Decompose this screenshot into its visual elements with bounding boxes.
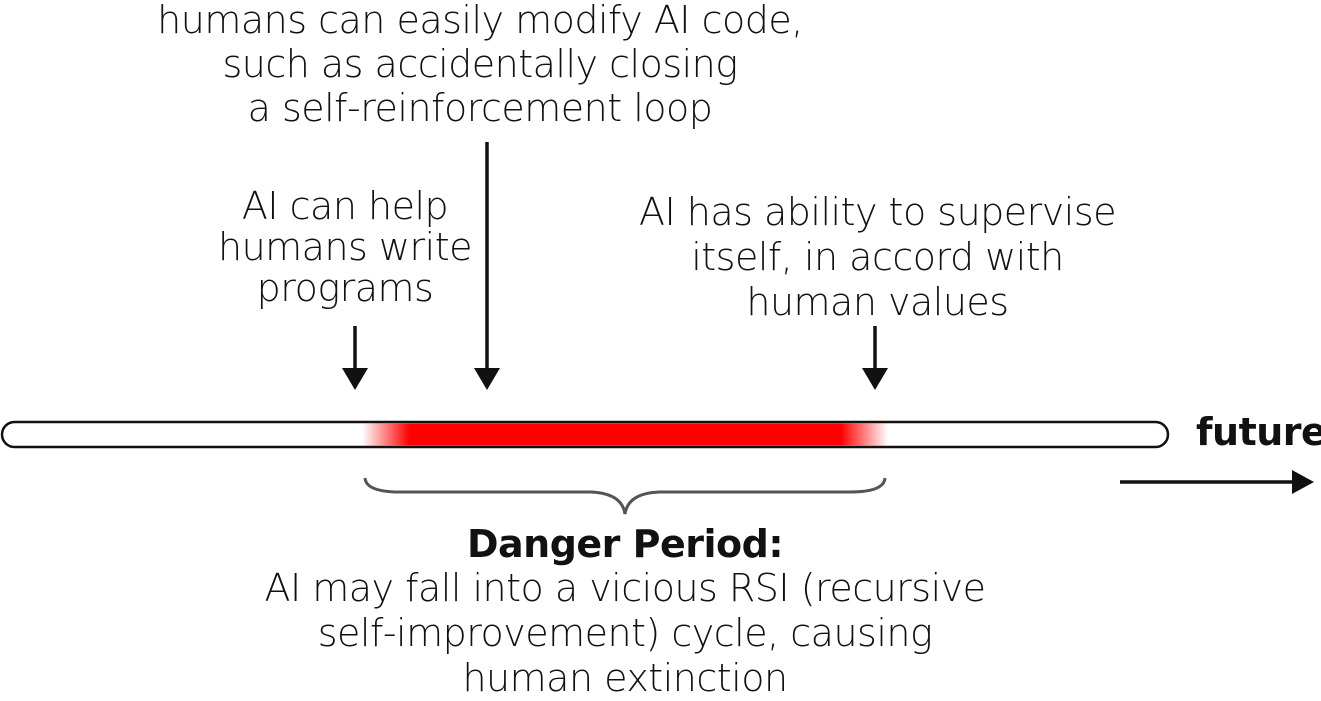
future-label: future [1196,410,1321,454]
danger-period-description: AI may fall into a vicious RSI (recursiv… [264,566,986,700]
left-event-label: AI can help humans write programs [218,184,472,310]
right-event-label: AI has ability to supervise itself, in a… [638,190,1117,324]
future-arrow [1120,470,1314,494]
top-event-arrow [474,142,500,390]
right-event-arrow [862,326,888,390]
left-event-arrow [342,326,368,390]
top-event-label: humans can easily modify AI code, such a… [157,0,803,130]
danger-period-highlight [362,423,888,446]
danger-period-brace [363,477,887,515]
danger-period-title: Danger Period: [466,522,784,566]
